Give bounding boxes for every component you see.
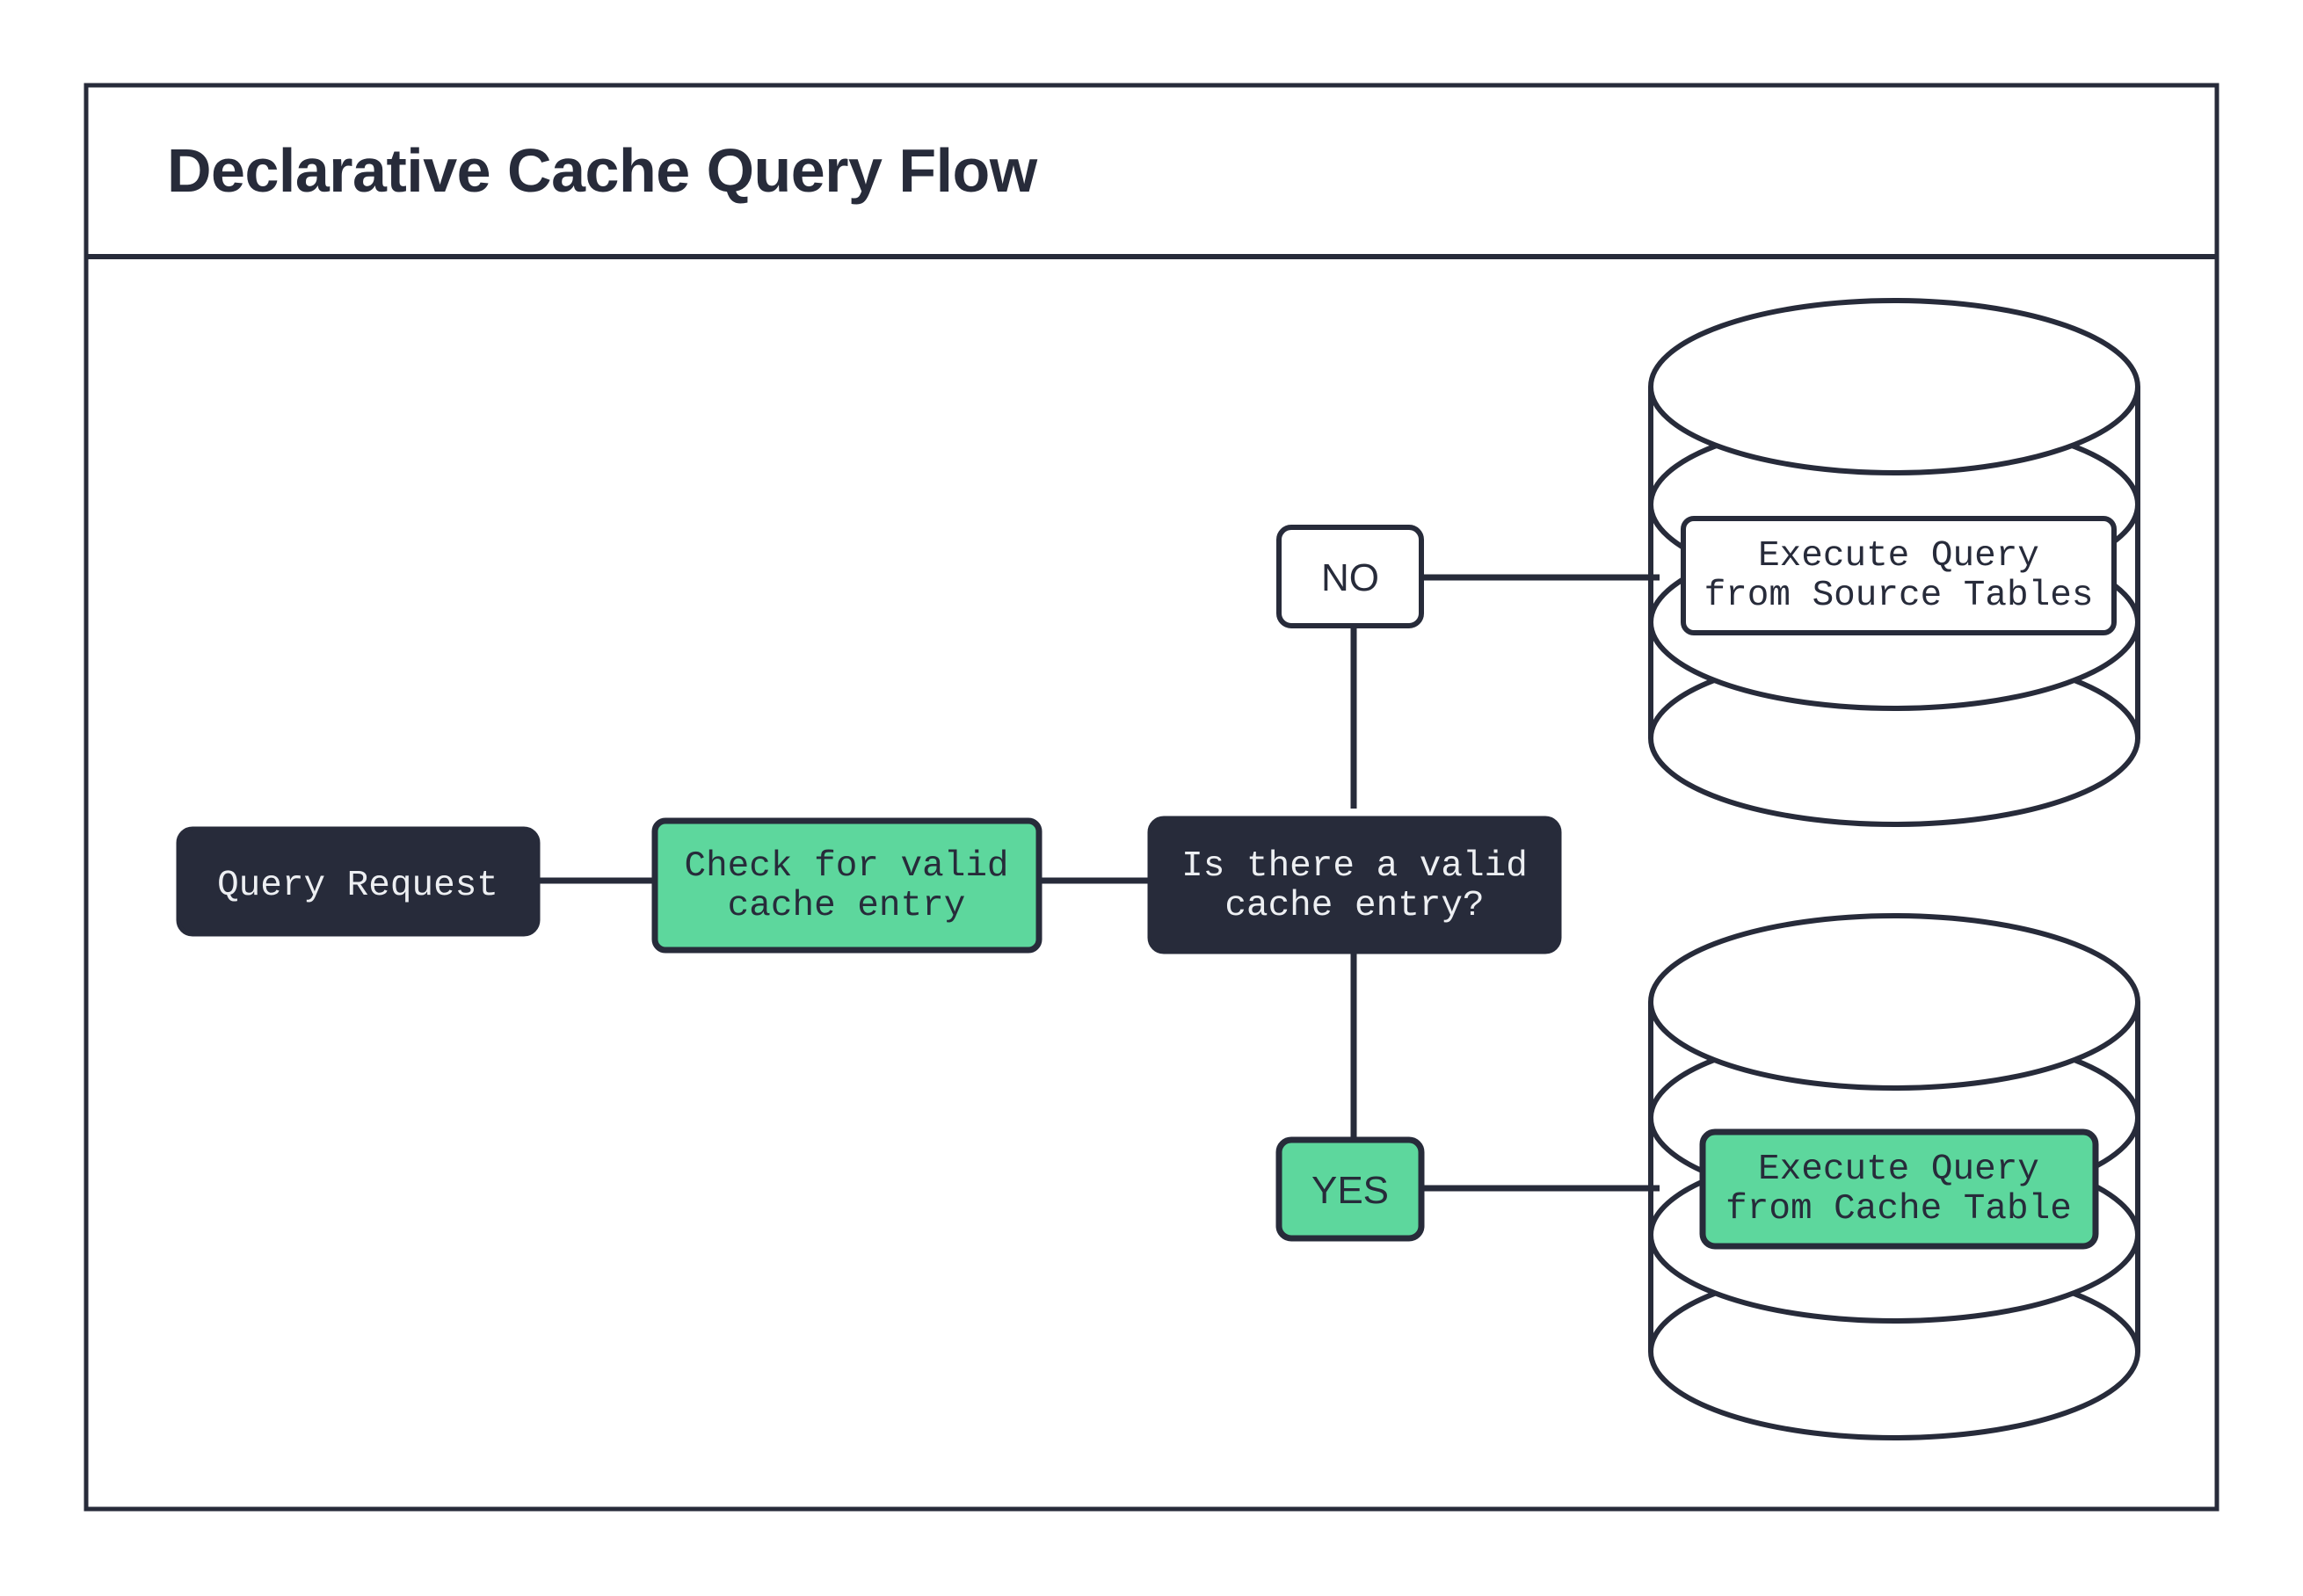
yes-box[interactable] — [1275, 1136, 1425, 1242]
no-box[interactable] — [1276, 525, 1424, 628]
check-cache-label-line2: cache entry — [728, 886, 966, 926]
node-cache-table[interactable]: Execute Query from Cache Table — [1699, 1128, 2099, 1250]
no-label: NO — [1321, 556, 1379, 599]
branch-label-no[interactable]: NO — [1276, 525, 1424, 628]
source-tables-label-line2: from Source Tables — [1704, 576, 2094, 616]
cache-table-box[interactable] — [1699, 1128, 2099, 1250]
decision-label-line2: cache entry? — [1224, 886, 1484, 926]
query-request-label: Query Request — [217, 866, 498, 906]
cache-table-label-line2: from Cache Table — [1725, 1189, 2072, 1230]
check-cache-box[interactable] — [651, 817, 1043, 954]
query-request-box[interactable] — [176, 826, 541, 937]
source-tables-label-line1: Execute Query — [1758, 536, 2039, 577]
branch-label-yes[interactable]: YES — [1275, 1136, 1425, 1242]
decision-label-line1: Is there a valid — [1181, 846, 1528, 887]
cache-table-label-line1: Execute Query — [1758, 1150, 2039, 1190]
source-tables-box[interactable] — [1681, 516, 2117, 635]
node-decision[interactable]: Is there a valid cache entry? — [1147, 816, 1562, 954]
node-query-request[interactable]: Query Request — [176, 826, 541, 937]
yes-label: YES — [1311, 1169, 1389, 1212]
node-check-cache[interactable]: Check for valid cache entry — [651, 817, 1043, 954]
decision-box[interactable] — [1147, 816, 1562, 954]
page-title: Declarative Cache Query Flow — [167, 136, 1038, 205]
node-source-tables[interactable]: Execute Query from Source Tables — [1681, 516, 2117, 635]
check-cache-label-line1: Check for valid — [684, 846, 1008, 887]
